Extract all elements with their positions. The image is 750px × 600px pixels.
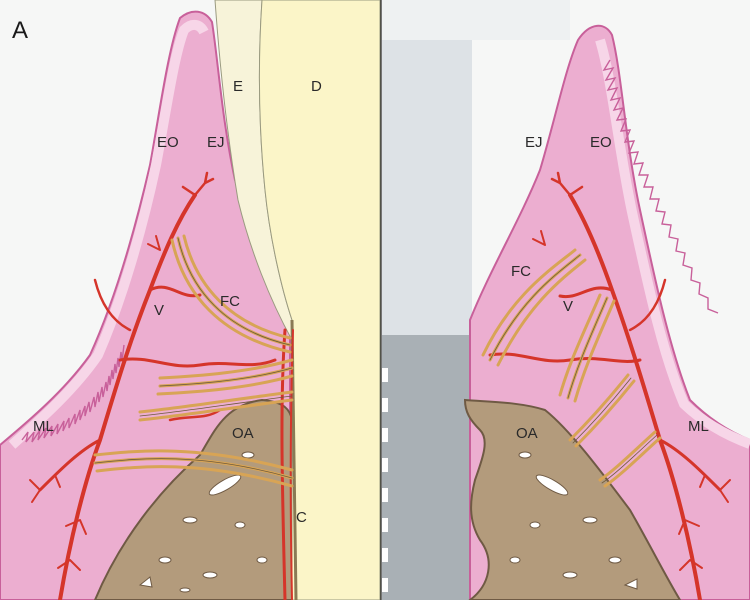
label-oral-epithelium-left: EO bbox=[157, 134, 179, 151]
label-enamel: E bbox=[233, 78, 243, 95]
label-junctional-epithelium-right: EJ bbox=[525, 134, 543, 151]
implant-body bbox=[382, 335, 472, 600]
label-alveolar-bone-right: OA bbox=[516, 425, 538, 442]
label-fibers-right: FC bbox=[511, 263, 531, 280]
label-fibers-left: FC bbox=[220, 293, 240, 310]
label-dentin: D bbox=[311, 78, 322, 95]
implant-collar bbox=[382, 40, 472, 335]
panel-letter: A bbox=[12, 17, 28, 44]
label-cementum: C bbox=[296, 509, 307, 526]
label-vessels-left: V bbox=[154, 302, 164, 319]
left-natural-tooth-section bbox=[0, 0, 380, 600]
label-alveolar-bone-left: OA bbox=[232, 425, 254, 442]
label-junctional-epithelium-left: EJ bbox=[207, 134, 225, 151]
label-oral-epithelium-right: EO bbox=[590, 134, 612, 151]
label-mucogingival-left: ML bbox=[33, 418, 54, 435]
label-vessels-right: V bbox=[563, 298, 573, 315]
implant-abutment bbox=[382, 0, 570, 40]
label-mucogingival-right: ML bbox=[688, 418, 709, 435]
